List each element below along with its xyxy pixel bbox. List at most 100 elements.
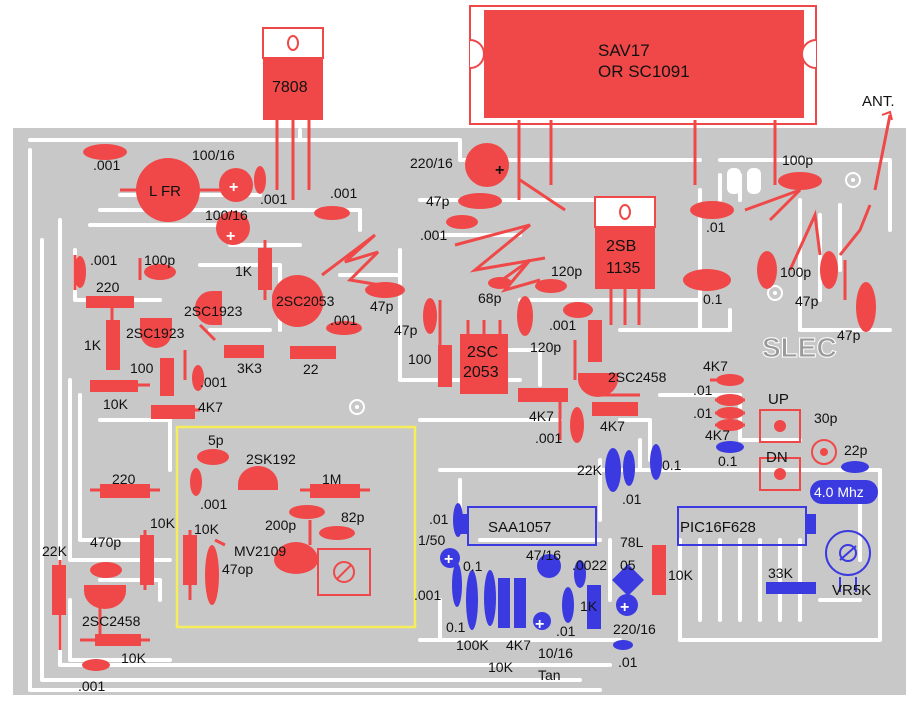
value-label: 10K <box>194 521 220 537</box>
value-label: 4K7 <box>705 427 730 443</box>
value-label: 0.1 <box>662 457 682 473</box>
value-label: 0.1 <box>703 291 723 307</box>
value-label: .01 <box>693 405 713 421</box>
value-label: 2SC2458 <box>608 369 667 385</box>
svg-text:+: + <box>444 551 453 568</box>
value-label: 10K <box>150 515 176 531</box>
value-label: 10K <box>668 567 694 583</box>
q2053b-label-1: 2SC <box>467 344 498 361</box>
value-label: 100p <box>144 252 175 268</box>
value-label: 68p <box>478 290 502 306</box>
value-label: Tan <box>538 667 561 683</box>
blue-components <box>440 441 878 650</box>
value-label: .01 <box>618 654 638 670</box>
value-label: 100/16 <box>205 207 248 223</box>
value-label: 05 <box>620 557 636 573</box>
value-label: 5p <box>208 432 224 448</box>
svg-text:+: + <box>229 179 238 196</box>
value-label: 220 <box>96 279 120 295</box>
value-label: 10K <box>121 650 147 666</box>
value-label: 82p <box>341 509 365 525</box>
value-label: 47/16 <box>526 547 561 563</box>
value-label: 47p <box>426 193 450 209</box>
value-label: .001 <box>90 252 117 268</box>
value-label: 2SC2053 <box>276 293 335 309</box>
value-label: 100p <box>782 152 813 168</box>
value-label: 4K7 <box>529 408 554 424</box>
value-label: 2SK192 <box>246 451 296 467</box>
value-label: 10K <box>103 396 129 412</box>
component-values: .001 100/16 100/16 .001 .001 220/16 47p … <box>42 147 868 694</box>
value-label: 47p <box>837 327 861 343</box>
value-label: 0.1 <box>446 619 466 635</box>
value-label: 120p <box>551 263 582 279</box>
reg2-label-2: 1135 <box>606 260 641 277</box>
polarity-marks: + + + + + + <box>226 162 629 633</box>
pcb-traces <box>28 128 892 692</box>
up-button-footprint <box>759 409 801 443</box>
value-label: 22K <box>577 462 603 478</box>
value-label: 100/16 <box>192 147 235 163</box>
dn-button-footprint <box>759 457 801 491</box>
value-label: 1K <box>580 598 598 614</box>
inductor-label: L FR <box>149 183 181 200</box>
value-label: 100K <box>456 637 489 653</box>
value-label: 30p <box>814 410 838 426</box>
value-label: 4K7 <box>600 418 625 434</box>
value-label: .001 <box>549 317 576 333</box>
svg-text:+: + <box>535 616 544 633</box>
logo-slec: SLEC <box>762 332 837 363</box>
value-label: 47p <box>370 298 394 314</box>
reg2-label-1: 2SB <box>606 238 636 255</box>
value-label: 470p <box>90 534 121 550</box>
value-label: 200p <box>265 517 296 533</box>
value-label: 22 <box>303 361 319 377</box>
value-label: 2SC1923 <box>184 303 243 319</box>
value-label: 22K <box>42 543 68 559</box>
value-label: .001 <box>93 157 120 173</box>
trim-capacitor <box>317 548 371 596</box>
value-label: 220/16 <box>410 155 453 171</box>
value-label: 100 <box>408 351 432 367</box>
value-label: .001 <box>330 312 357 328</box>
value-label: 220 <box>112 471 136 487</box>
value-label: 78L <box>620 534 644 550</box>
value-label: 4K7 <box>703 358 728 374</box>
value-label: 33K <box>768 565 794 581</box>
vr5k-label: VR5K <box>832 582 871 599</box>
ic1-label: SAA1057 <box>488 519 551 536</box>
svg-text:+: + <box>620 599 629 616</box>
value-label: 0.1 <box>463 558 483 574</box>
value-label: 22p <box>844 442 868 458</box>
crystal-label: 4.0 Mhz <box>814 484 864 500</box>
value-label: .001 <box>414 587 441 603</box>
value-label: 3K3 <box>237 360 262 376</box>
value-label: MV2109 <box>234 543 286 559</box>
value-label: .001 <box>330 185 357 201</box>
regulator-label: 7808 <box>272 79 308 96</box>
antenna-label: ANT. <box>862 93 895 110</box>
value-label: .0022 <box>572 557 607 573</box>
value-label: .01 <box>622 491 642 507</box>
value-label: 10/16 <box>538 645 573 661</box>
vco-zone-outline <box>175 425 417 629</box>
silk-text: SAV17 OR SC1091 7808 2SB 1135 2SC 2053 L… <box>149 41 895 599</box>
dn-label: DN <box>766 449 788 466</box>
svg-text:+: + <box>226 228 235 245</box>
q2053b-label-2: 2053 <box>463 364 499 381</box>
value-label: 47p <box>795 293 819 309</box>
ic2-label: PIC16F628 <box>680 519 756 536</box>
value-label: 100 <box>130 360 154 376</box>
value-label: 4K7 <box>198 399 223 415</box>
value-label: .01 <box>706 219 726 235</box>
value-label: .001 <box>200 496 227 512</box>
value-label: 120p <box>530 339 561 355</box>
svg-text:+: + <box>495 162 504 179</box>
pcb-pads <box>349 168 861 415</box>
value-label: .001 <box>535 430 562 446</box>
value-label: .001 <box>200 374 227 390</box>
value-label: 1M <box>322 471 341 487</box>
value-label: .01 <box>693 382 713 398</box>
value-label: 2SC1923 <box>126 325 185 341</box>
